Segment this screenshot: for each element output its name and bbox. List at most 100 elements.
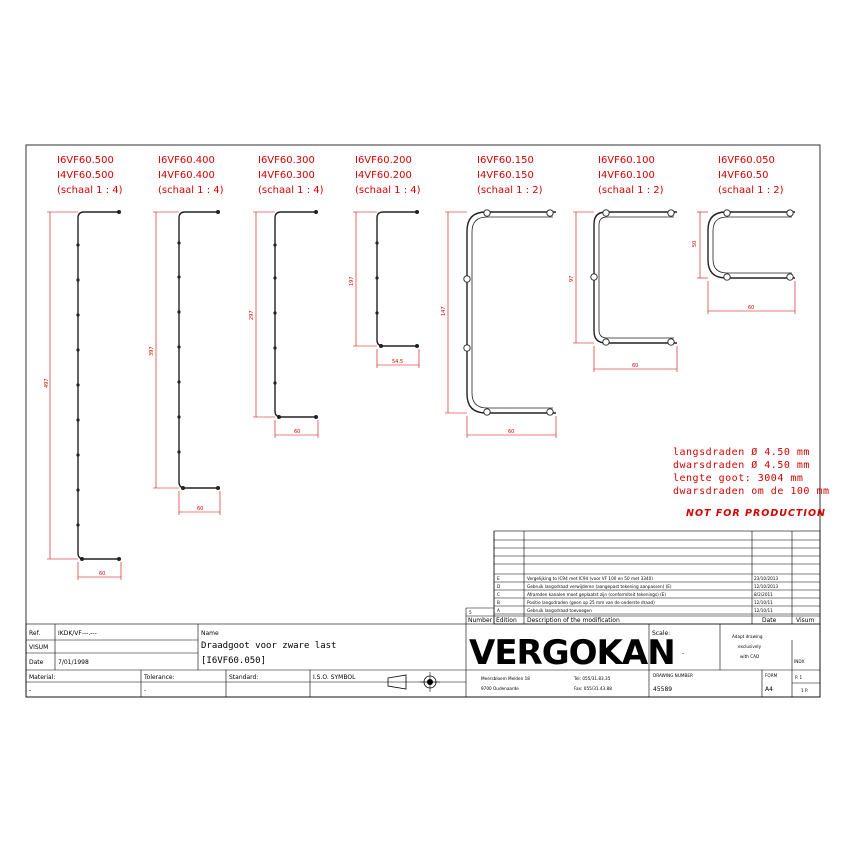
profile-scale: (schaal 1 : 2) [477,185,543,196]
cross-wire-dot [117,557,121,561]
svg-text:exclusively: exclusively [738,644,762,649]
svg-text:Gebruik langsdraad verwijderen: Gebruik langsdraad verwijderen (aangepas… [527,584,672,589]
drawing-title: Draadgoot voor zware last [201,641,336,651]
specification-notes: langsdraden Ø 4.50 mm dwarsdraden Ø 4.50… [673,446,829,497]
svg-text:Tolerance:: Tolerance: [143,674,175,681]
svg-text:23/10/2013: 23/10/2013 [754,576,778,581]
profile-label-100: I6VF60.100 I4VF60.100 (schaal 1 : 2) [598,155,664,196]
height-dimension: 197 [349,276,355,286]
note-line: lengte goot: 3004 mm [673,473,803,484]
profile-code-2: I4VF60.100 [598,170,655,181]
svg-text:Date: Date [762,617,777,624]
svg-text:A: A [497,608,500,613]
cross-wire-dot [117,210,121,214]
svg-text:D: D [497,584,500,589]
width-dimension: 54,5 [392,359,403,365]
svg-text:8/2/2011: 8/2/2011 [754,592,773,597]
profile-scale: (schaal 1 : 2) [598,185,664,196]
svg-text:1 P.: 1 P. [801,688,808,693]
svg-text:Aframden kanalen moet geplaats: Aframden kanalen moet geplaatst zijn (co… [527,592,666,597]
wire-profile-500: 497 60 [44,210,122,580]
ref-value: IKDK/VF---.--- [58,630,97,637]
svg-text:with CAD: with CAD [740,654,759,659]
profile-code-1: I6VF60.100 [598,155,655,166]
width-dimension: 60 [632,363,638,369]
svg-text:Adapt drawing: Adapt drawing [732,634,763,639]
revision-table: E Vergelijking to IC94 met IC94 (voor VF… [465,530,821,625]
name-label: Name [201,630,219,637]
svg-text:12/10/11: 12/10/11 [754,600,773,605]
width-dimension: 60 [508,429,514,435]
svg-text:Edition: Edition [496,617,517,624]
svg-text:9700 Oudenaarde: 9700 Oudenaarde [481,686,519,691]
wire-profile-300: 297 60 [249,210,319,438]
width-dimension: 60 [197,506,203,512]
date-value: 7/01/1998 [58,659,89,666]
svg-text:Vergelijking to IC94 met IC94: Vergelijking to IC94 met IC94 (voor VF 1… [527,576,653,581]
width-dimension: 60 [294,429,300,435]
height-dimension: 297 [249,310,255,320]
svg-text:Material:: Material: [29,674,55,681]
profile-code-2: I4VF60.500 [57,170,114,181]
svg-text:B: B [497,600,500,605]
height-dimension: 147 [441,306,447,316]
profile-code-2: I4VF60.400 [158,170,215,181]
profile-label-150: I6VF60.150 I4VF60.150 (schaal 1 : 2) [477,155,543,196]
profile-label-050: I6VF60.050 I4VF60.50 (schaal 1 : 2) [718,155,784,196]
profile-code-1: I6VF60.050 [718,155,775,166]
svg-text:P. 1: P. 1 [795,675,803,680]
svg-text:Meersbloem Melden 18: Meersbloem Melden 18 [481,676,530,681]
svg-text:Number: Number [468,617,493,624]
svg-text:-: - [144,687,146,694]
wire-profile-150: 147 60 [441,209,557,438]
svg-text:Standard:: Standard: [229,674,258,681]
svg-text:FORM: FORM [765,673,778,678]
svg-text:5: 5 [469,610,472,615]
profile-scale: (schaal 1 : 2) [718,185,784,196]
svg-text:12/10/11: 12/10/11 [754,608,773,613]
svg-text:DRAWING NUMBER: DRAWING NUMBER [653,673,693,678]
svg-text:-: - [29,687,31,694]
not-for-production-warning: NOT FOR PRODUCTION [686,508,826,519]
profile-code-1: I6VF60.500 [57,155,114,166]
svg-text:Positie langsdraden (geen op 2: Positie langsdraden (geen op 25 mm van d… [527,600,655,605]
height-dimension: 397 [149,346,155,356]
iso-projection-symbol [387,672,440,692]
svg-text:INDX: INDX [794,659,805,664]
wire-profile-400: 397 60 [149,210,221,515]
svg-text:A4: A4 [765,686,773,693]
profile-scale: (schaal 1 : 4) [57,185,123,196]
profile-code-2: I4VF60.200 [355,170,412,181]
profile-scale: (schaal 1 : 4) [258,185,324,196]
svg-text:Gebruik langsdraad toevoegen: Gebruik langsdraad toevoegen [527,608,592,613]
profile-code-1: I6VF60.300 [258,155,315,166]
title-block: Ref. IKDK/VF---.--- VISUM Date 7/01/1998… [25,623,821,698]
svg-text:C: C [497,592,500,597]
height-dimension: 50 [692,241,698,247]
profile-code-1: I6VF60.200 [355,155,412,166]
profile-code-1: I6VF60.150 [477,155,534,166]
svg-text:-: - [682,650,684,657]
wire-profile-200: 197 54,5 [349,210,420,368]
longitudinal-wire-dots [76,243,80,527]
profile-scale: (schaal 1 : 4) [355,185,421,196]
svg-text:E: E [497,576,500,581]
svg-text:Tel: 055/31.83.35: Tel: 055/31.83.35 [573,676,611,681]
profile-scale: (schaal 1 : 4) [158,185,224,196]
company-logo: VERGOKAN [469,633,675,673]
profile-code-2: I4VF60.50 [718,170,769,181]
profile-code-2: I4VF60.150 [477,170,534,181]
wire-profile-100: 97 60 [569,209,678,372]
wire-profile-050: 50 60 [692,209,796,314]
note-line: dwarsdraden Ø 4.50 mm [673,459,810,471]
svg-text:12/10/2013: 12/10/2013 [754,584,778,589]
profile-code-1: I6VF60.400 [158,155,215,166]
height-dimension: 497 [44,378,50,388]
profile-label-500: I6VF60.500 I4VF60.500 (schaal 1 : 4) [57,155,123,196]
profile-label-300: I6VF60.300 I4VF60.300 (schaal 1 : 4) [258,155,324,196]
svg-text:Fax: 055/31.43.88: Fax: 055/31.43.88 [574,686,612,691]
drawing-subtitle: [I6VF60.050] [201,656,266,666]
width-dimension: 60 [748,305,754,311]
